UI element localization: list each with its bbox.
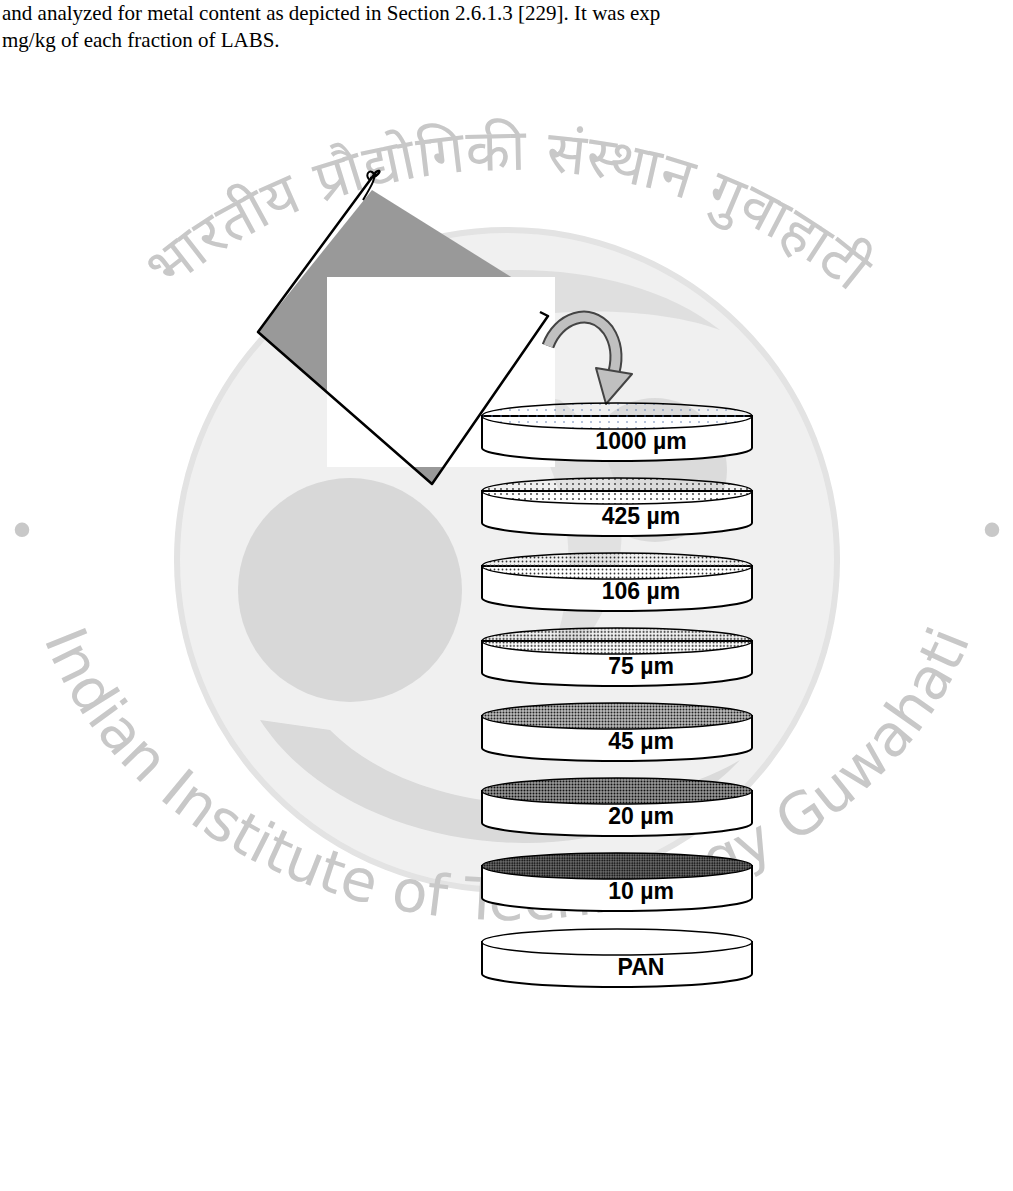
watermark-text: Indian Institute of Technology Guwahati	[31, 618, 984, 934]
sieve-pan: PAN	[481, 928, 753, 992]
sieve-label: 106 µm	[571, 577, 711, 605]
sieve-drum: 1000 µm	[481, 402, 753, 466]
sieve-drum: 20 µm	[481, 777, 753, 841]
watermark-dot: •	[7, 502, 37, 560]
sieve-label: PAN	[571, 953, 711, 981]
sieve-drum: 10 µm	[481, 852, 753, 916]
watermark-dot: •	[977, 502, 1007, 560]
sieve-label: 1000 µm	[571, 427, 711, 455]
sieve-label: 45 µm	[571, 727, 711, 755]
sieve-label: 10 µm	[571, 877, 711, 905]
sieve-drum: 425 µm	[481, 477, 753, 541]
sieve-label: 75 µm	[571, 652, 711, 680]
body-text: mg/kg of each fraction of LABS.	[2, 27, 280, 53]
pour-arrow	[548, 317, 632, 404]
drum-outline	[481, 928, 753, 991]
sieve-drum: 106 µm	[481, 552, 753, 616]
sieve-drum: 45 µm	[481, 702, 753, 766]
sieve-label: 425 µm	[571, 502, 711, 530]
sieve-label: 20 µm	[571, 802, 711, 830]
body-text: and analyzed for metal content as depict…	[2, 0, 660, 26]
sieve-drum: 75 µm	[481, 627, 753, 691]
